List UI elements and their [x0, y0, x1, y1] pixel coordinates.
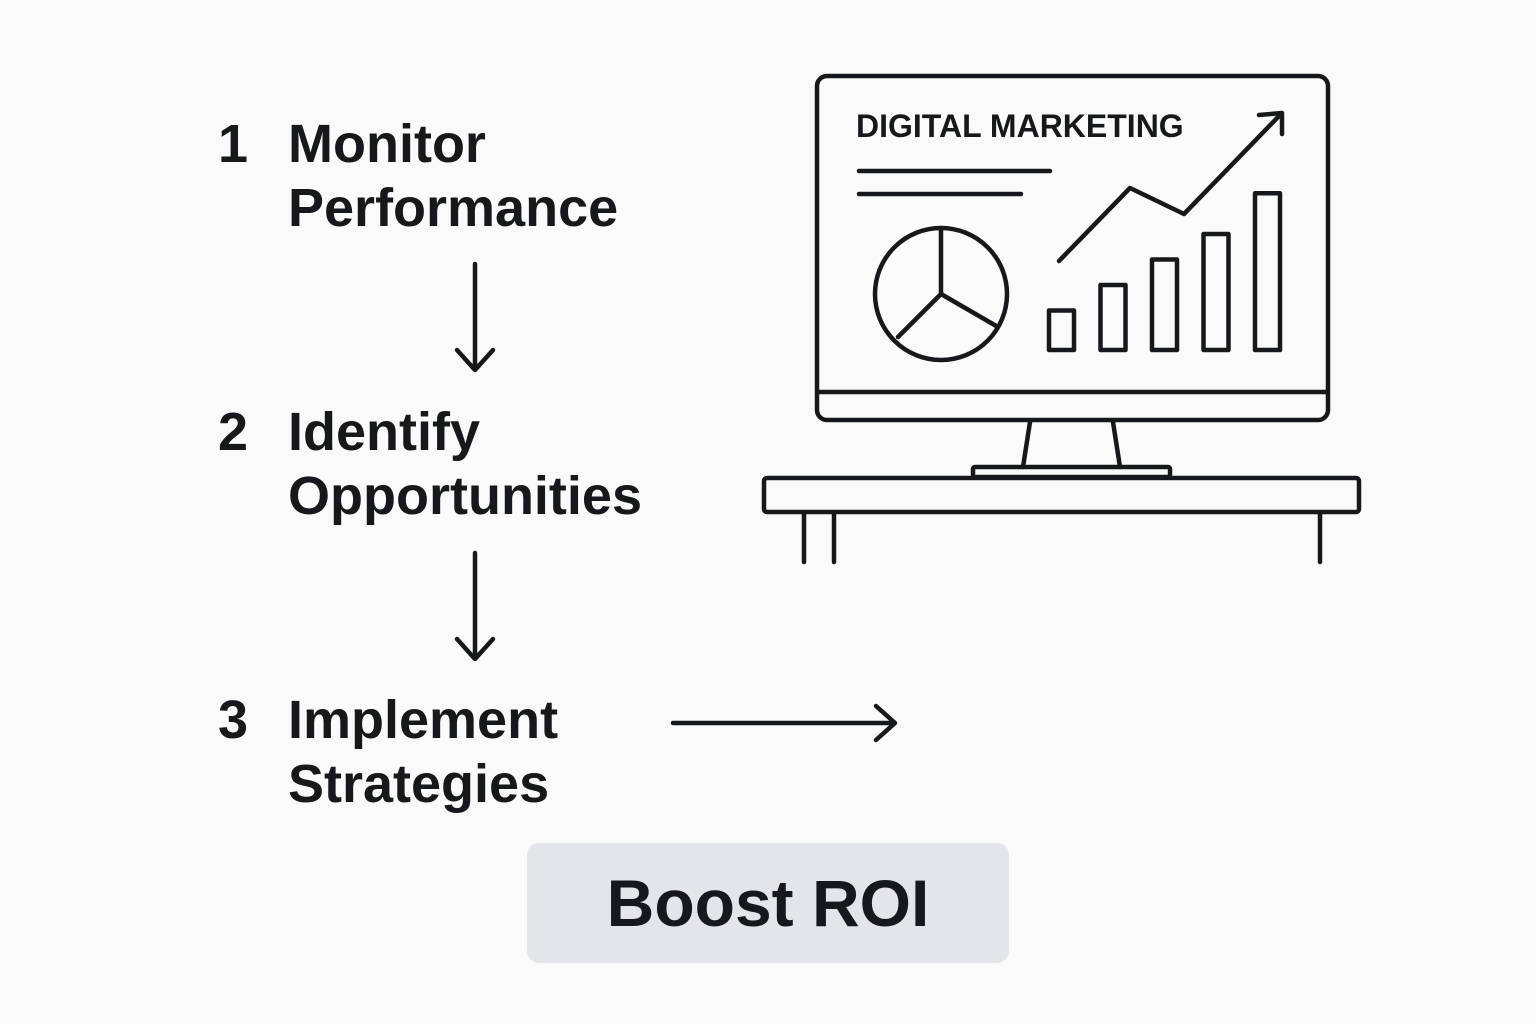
boost-roi-label: Boost ROI [606, 866, 930, 940]
bar-3 [1149, 257, 1180, 353]
bar-5 [1252, 190, 1283, 353]
step-label: Identify Opportunities [288, 402, 642, 526]
step-label: Monitor Performance [288, 114, 619, 238]
monitor-illustration: DIGITAL MARKETING [761, 73, 1362, 565]
bar-chart-icon [1046, 190, 1283, 353]
arrow-down-2 [454, 550, 496, 662]
bar-2 [1098, 282, 1128, 353]
trend-arrow-icon [1056, 110, 1285, 264]
boost-roi-badge: Boost ROI [527, 843, 1009, 963]
desk-top [761, 475, 1362, 515]
step-number: 1 [218, 114, 249, 174]
step-label: Implement Strategies [288, 690, 559, 814]
monitor-title: DIGITAL MARKETING [856, 108, 1184, 144]
step-number: 3 [218, 690, 249, 750]
arrow-down-1 [454, 261, 496, 373]
step-number: 2 [218, 402, 249, 462]
pie-chart-icon [872, 225, 1010, 363]
arrow-right [670, 703, 898, 743]
monitor-frame [814, 73, 1331, 423]
bar-1 [1046, 308, 1077, 353]
monitor-base [970, 464, 1173, 480]
bar-4 [1201, 231, 1231, 353]
